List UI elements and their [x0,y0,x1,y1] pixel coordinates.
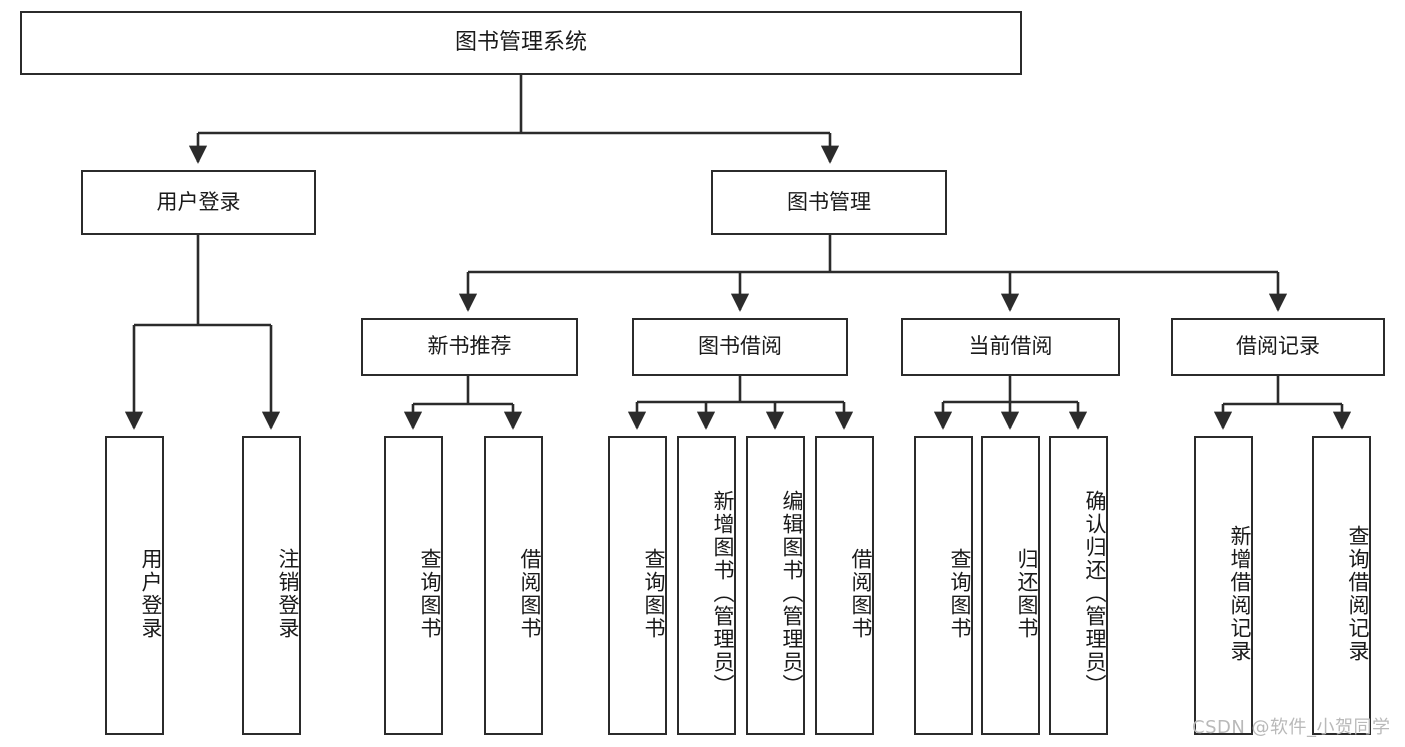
leaf-record-add-record[interactable]: 新增借阅记录 [1194,436,1253,735]
leaf-current-confirm-return-admin[interactable]: 确认归还（管理员） [1049,436,1108,735]
node-book-borrow[interactable]: 图书借阅 [632,318,848,376]
node-label: 查询图书 [642,547,666,640]
leaf-current-query-book[interactable]: 查询图书 [914,436,973,735]
leaf-borrow-query-book[interactable]: 查询图书 [608,436,667,735]
leaf-recommend-query-book[interactable]: 查询图书 [384,436,443,735]
node-label: 借阅图书 [849,547,873,640]
node-label: 新增图书（管理员） [711,490,735,697]
node-label: 归还图书 [1015,547,1039,640]
node-label: 当前借阅 [968,334,1053,359]
node-label: 查询图书 [418,547,442,640]
leaf-record-query-record[interactable]: 查询借阅记录 [1312,436,1371,735]
leaf-recommend-borrow-book[interactable]: 借阅图书 [484,436,543,735]
node-label: 图书管理 [787,189,871,214]
leaf-borrow-add-book-admin[interactable]: 新增图书（管理员） [677,436,736,735]
node-user-login[interactable]: 用户登录 [81,170,316,235]
node-label: 注销登录 [276,547,300,640]
leaf-user-logout[interactable]: 注销登录 [242,436,301,735]
node-label: 图书管理系统 [454,29,587,55]
node-label: 用户登录 [139,547,163,640]
node-label: 编辑图书（管理员） [780,490,804,697]
node-label: 新书推荐 [427,334,512,359]
watermark: CSDN @软件_小贺同学 [1192,717,1391,738]
node-label: 确认归还（管理员） [1083,490,1107,697]
leaf-current-return-book[interactable]: 归还图书 [981,436,1040,735]
node-label: 用户登录 [156,189,241,214]
leaf-borrow-edit-book-admin[interactable]: 编辑图书（管理员） [746,436,805,735]
node-label: 查询借阅记录 [1346,524,1370,663]
node-current-borrow[interactable]: 当前借阅 [901,318,1120,376]
node-book-management[interactable]: 图书管理 [711,170,947,235]
node-label: 借阅图书 [518,547,542,640]
node-label: 图书借阅 [698,334,782,359]
node-borrow-record[interactable]: 借阅记录 [1171,318,1385,376]
node-label: 新增借阅记录 [1228,524,1252,663]
leaf-borrow-borrow-book[interactable]: 借阅图书 [815,436,874,735]
node-label: 查询图书 [948,547,972,640]
node-new-book-recommend[interactable]: 新书推荐 [361,318,578,376]
node-label: 借阅记录 [1236,334,1320,359]
node-root-system[interactable]: 图书管理系统 [20,11,1022,75]
leaf-user-login[interactable]: 用户登录 [105,436,164,735]
